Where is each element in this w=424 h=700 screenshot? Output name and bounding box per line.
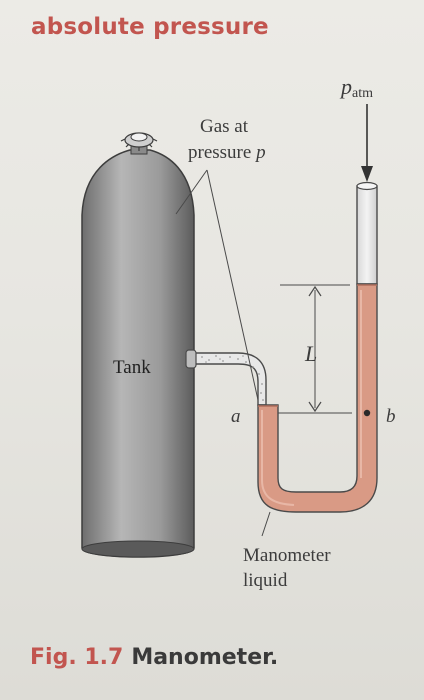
point-b-label: b xyxy=(386,406,396,427)
atmospheric-pressure-arrow xyxy=(361,104,373,182)
point-b-dot xyxy=(363,409,371,417)
manometer-liquid-label-line1: Manometer xyxy=(243,545,331,566)
figure-number: Fig. 1.7 xyxy=(30,645,124,670)
gas-label-prefix: pressure xyxy=(188,142,257,163)
manometer-liquid xyxy=(257,283,378,513)
point-a-label: a xyxy=(231,406,241,427)
u-tube xyxy=(257,181,378,513)
length-label: L xyxy=(305,341,318,366)
figure-title: Manometer. xyxy=(131,645,279,670)
gas-label-line1: Gas at xyxy=(200,116,249,137)
tank xyxy=(81,149,195,558)
height-dimension xyxy=(278,284,352,414)
patm-subscript: atm xyxy=(352,86,373,101)
leader-lines xyxy=(175,169,271,537)
figure-caption: Fig. 1.7 Manometer. xyxy=(30,645,278,670)
manometer-liquid-label-line2: liquid xyxy=(243,570,288,591)
patm-symbol: p xyxy=(341,74,352,99)
gas-pressure-variable: p xyxy=(256,142,266,163)
tank-label: Tank xyxy=(113,357,151,378)
section-title: absolute pressure xyxy=(31,14,269,40)
connecting-pipe xyxy=(185,349,267,406)
valve-icon xyxy=(120,132,158,155)
patm-label: patm xyxy=(341,76,373,105)
gas-label-line2: pressure p xyxy=(188,142,266,164)
